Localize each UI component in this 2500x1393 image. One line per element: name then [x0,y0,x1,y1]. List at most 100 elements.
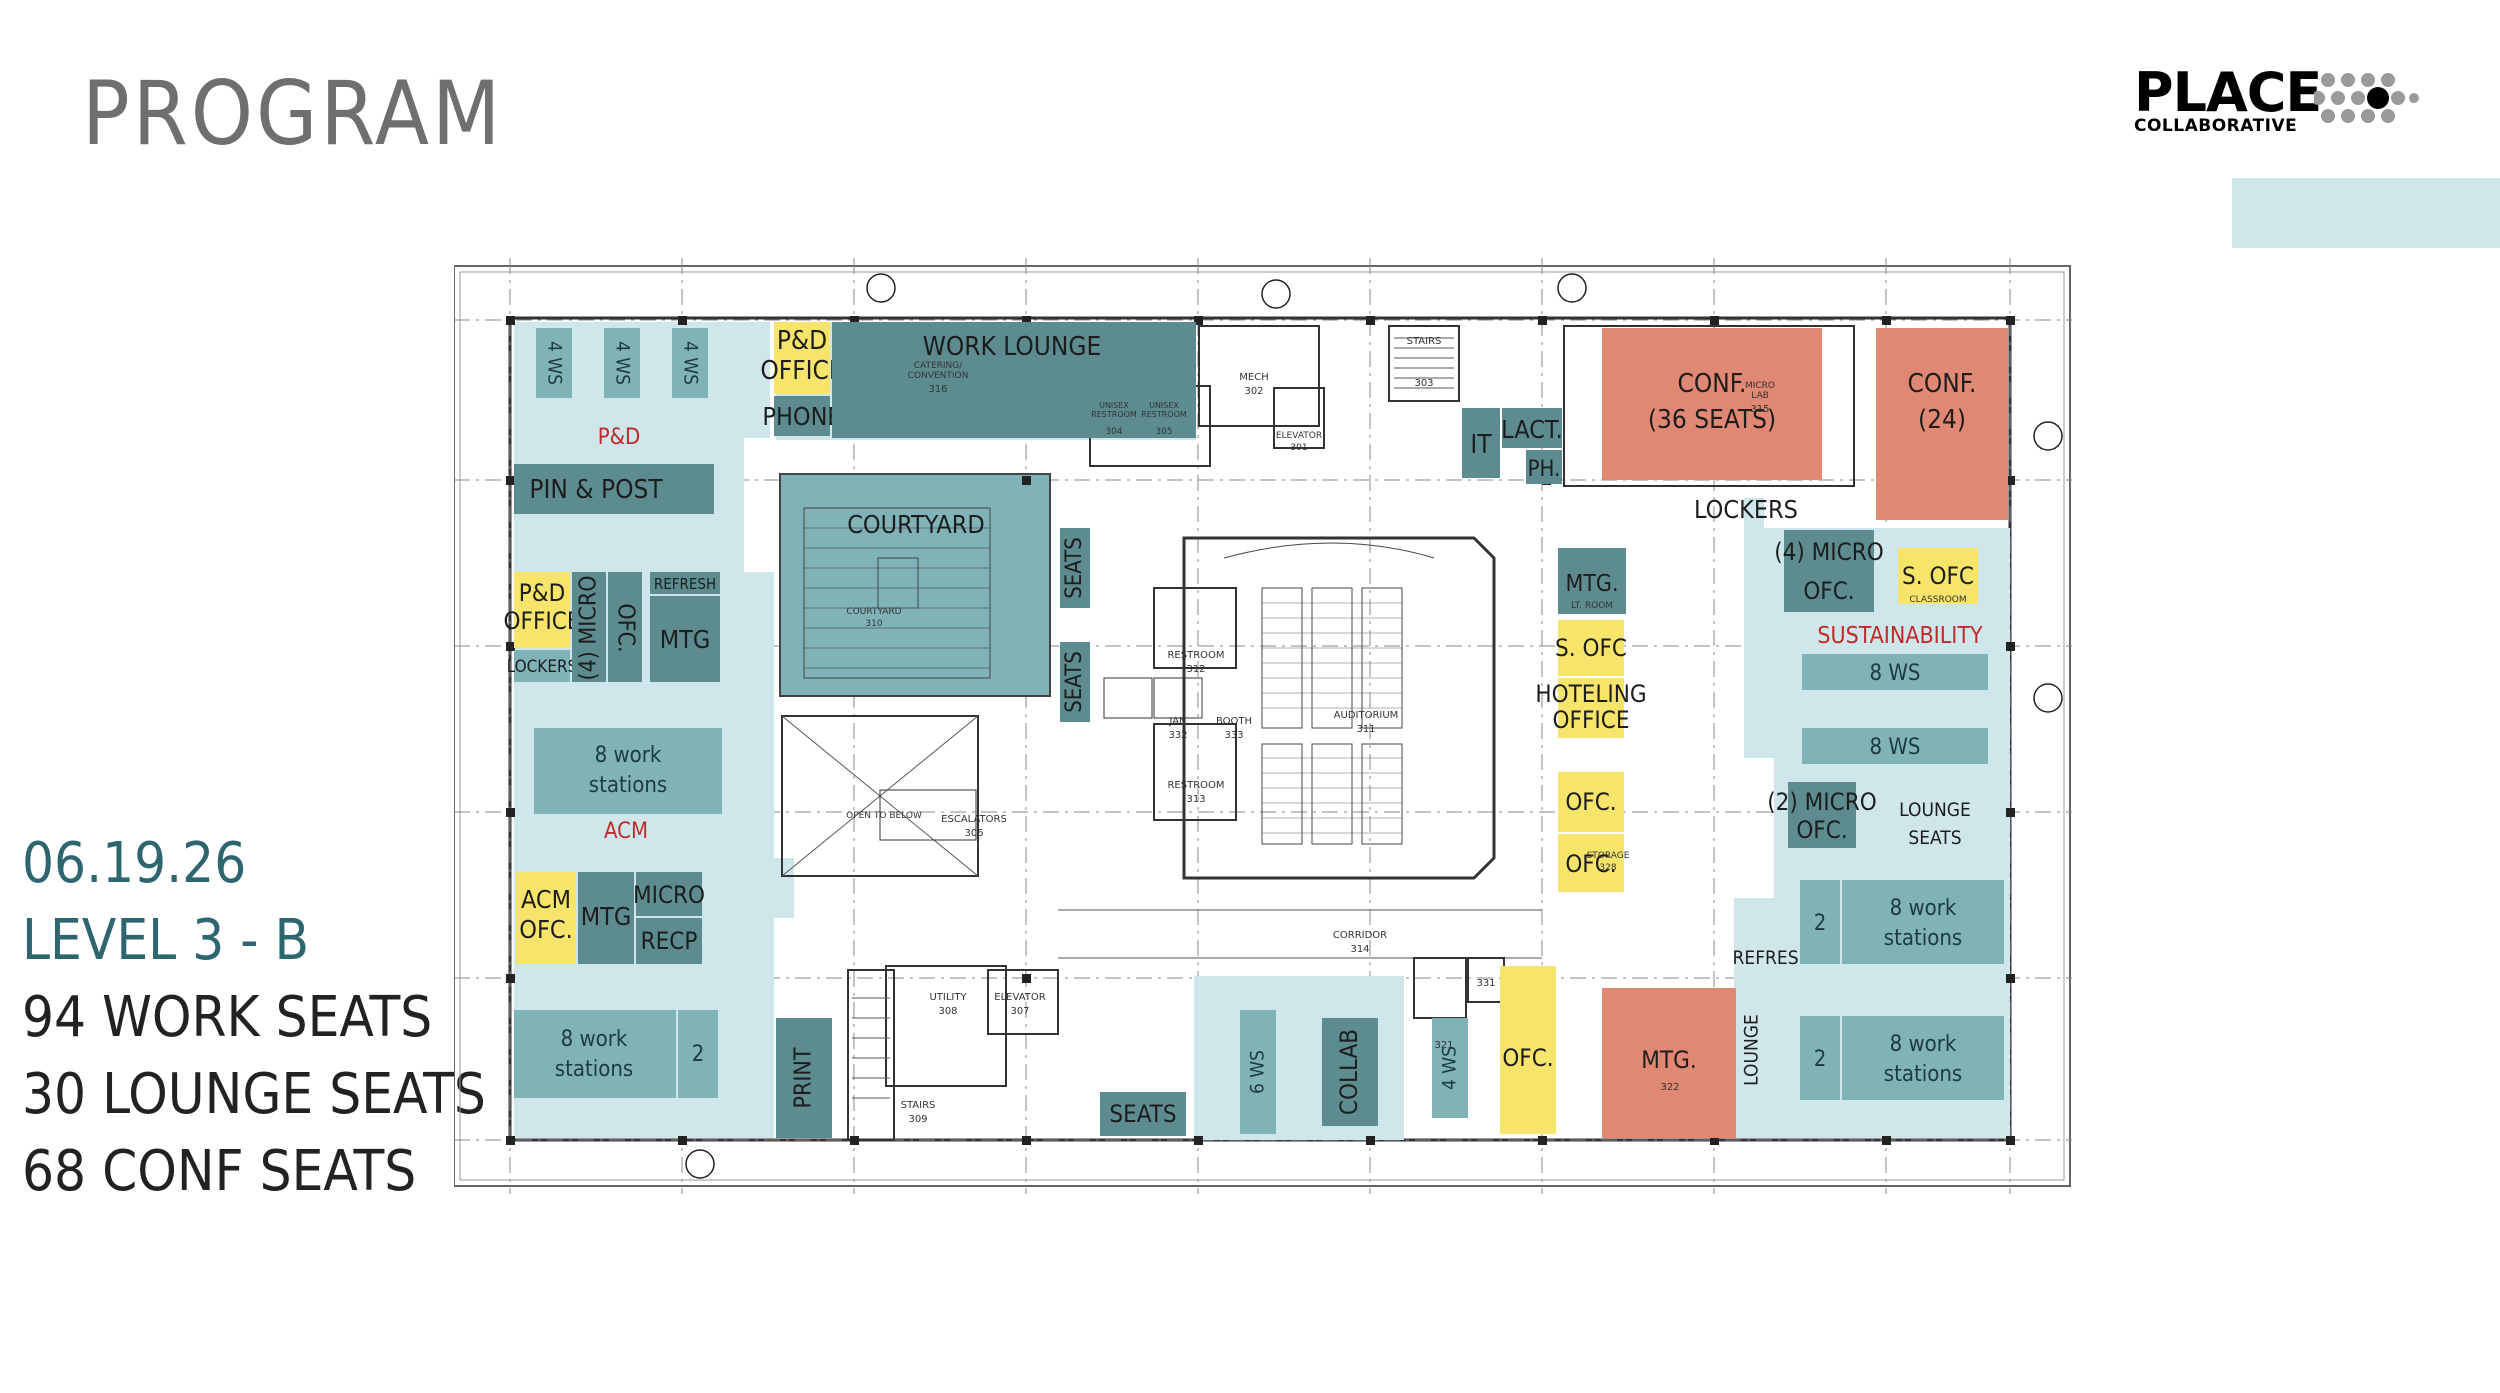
recp-label: RECP [641,927,698,955]
unisex-1-number: 304 [1105,427,1122,437]
elevator-bottom-number: 307 [1010,1006,1029,1017]
utility-label: UTILITY [929,992,967,1003]
storage-label: STORAGE [1587,851,1630,861]
elevator-top-number: 301 [1290,443,1307,453]
floor-plan: .t { font-family:"DejaVu Sans Condensed"… [454,258,2072,1194]
it-room-label: IT [1470,430,1492,460]
ofc-right-label: OFC. [1803,577,1854,605]
two-r1-label: 2 [1814,911,1827,936]
ws8a-label: 8 WS [1869,661,1920,686]
mtg-number: 322 [1660,1082,1679,1093]
logo-wordmark: PLACE [2134,61,2322,124]
restroom-2-label: RESTROOM [1167,780,1224,791]
seats-label: SEATS [1062,537,1087,599]
phone-label: PHONE [762,402,841,431]
unisex-2-number: 305 [1155,427,1172,437]
two-left-label: 2 [692,1042,705,1067]
booth-number: 333 [1224,730,1243,741]
conf-seats-count: 68 CONF SEATS [22,1139,417,1204]
booth-label: BOOTH [1216,716,1252,727]
ws-label: 6 WS [1247,1050,1269,1094]
elevator-top-label: ELEVATOR [1276,431,1322,441]
auditorium-number: 311 [1356,724,1375,735]
jan-number: 332 [1168,730,1187,741]
classroom-label: CLASSROOM [1909,595,1966,605]
page-title: PROGRAM [82,62,504,165]
pin-post-label: PIN & POST [529,475,663,505]
mtg-bottom-label: MTG. [1641,1046,1696,1074]
refresh-bottom-label: REFRESH [1733,947,1812,969]
micro-lab-number: 315 [1750,404,1769,415]
stairs-bottom-label: STAIRS [901,1100,936,1111]
pd-department-label: P&D [598,425,641,450]
room-321-number: 321 [1434,1040,1453,1051]
project-info: 06.19.26 LEVEL 3 - B 94 WORK SEATS 30 LO… [22,825,486,1210]
phone-room-label: PH. [1528,457,1561,482]
courtyard-number: 310 [865,619,882,629]
mtg-left-label: MTG [660,625,711,654]
catering-number: 316 [928,384,947,395]
seats-label: SEATS [1062,651,1087,713]
lounge-seats-count: 30 LOUNGE SEATS [22,1062,486,1127]
ws8b-label: 8 WS [1869,735,1920,760]
ofc-r1-label: OFC. [1565,788,1616,816]
mtg-acm-label: MTG [581,902,632,931]
storage-number: 328 [1599,863,1616,873]
mech-label: MECH [1239,372,1268,383]
lounge-vertical-label: LOUNGE [1741,1014,1763,1086]
mtg-right-label: MTG. [1565,571,1618,597]
lockers-small-label: LOCKERS [507,657,578,677]
ofc-left-label: OFC. [613,603,639,652]
catering-label: CATERING/CONVENTION [908,361,969,381]
ofc-r2-label: OFC. [1565,850,1616,878]
lt-room-label: LT. ROOM [1571,601,1613,611]
open-below-label: OPEN TO BELOW [846,811,922,821]
room-331-number: 331 [1476,978,1495,989]
stairs-top-number: 303 [1414,378,1433,389]
print-label: PRINT [791,1047,817,1108]
mech-number: 302 [1244,386,1263,397]
ws-label: 4 WS [680,341,702,385]
work-seats-count: 94 WORK SEATS [22,985,433,1050]
acm-department-label: ACM [604,819,648,844]
collab-label: COLLAB [1335,1029,1363,1115]
ws-label: 4 WS [544,341,566,385]
courtyard-small-label: COURTYARD [846,607,901,617]
s-ofc-2-label: S. OFC [1555,634,1627,662]
sustainability-department-label: SUSTAINABILITY [1817,623,1983,649]
elevator-bottom-label: ELEVATOR [994,992,1045,1003]
lactation-room-label: LACT. [1501,415,1563,444]
utility-number: 308 [938,1006,957,1017]
bottom-center-zone: PRINT SEATS 6 WS COLLAB 4 WS OFC. MTG. R… [776,947,1811,1138]
auditorium-label: AUDITORIUM [1334,710,1399,721]
micro-left-label: (4) MICRO [576,576,602,681]
conf-24-label: CONF.(24) [1908,369,1977,435]
corridor-label: CORRIDOR [1333,930,1387,941]
lockers-right-label: LOCKERS [1694,495,1798,524]
place-collaborative-logo: PLACE COLLABORATIVE [2134,66,2424,156]
ofc-bottom-label: OFC. [1502,1044,1553,1072]
date-label: 06.19.26 [22,831,247,896]
courtyard-label: COURTYARD [847,510,985,539]
s-ofc-1-label: S. OFC [1902,562,1974,590]
seats-label: SEATS [1109,1100,1176,1128]
refresh-left-label: REFRESH [654,575,716,593]
stairs-bottom-number: 309 [908,1114,927,1125]
stairs-top-label: STAIRS [1407,336,1442,347]
escalators-number: 306 [964,828,983,839]
corridor-number: 314 [1350,944,1369,955]
accent-block [2232,178,2500,248]
restroom-2-number: 313 [1186,794,1205,805]
work-lounge-label: WORK LOUNGE [923,332,1102,362]
